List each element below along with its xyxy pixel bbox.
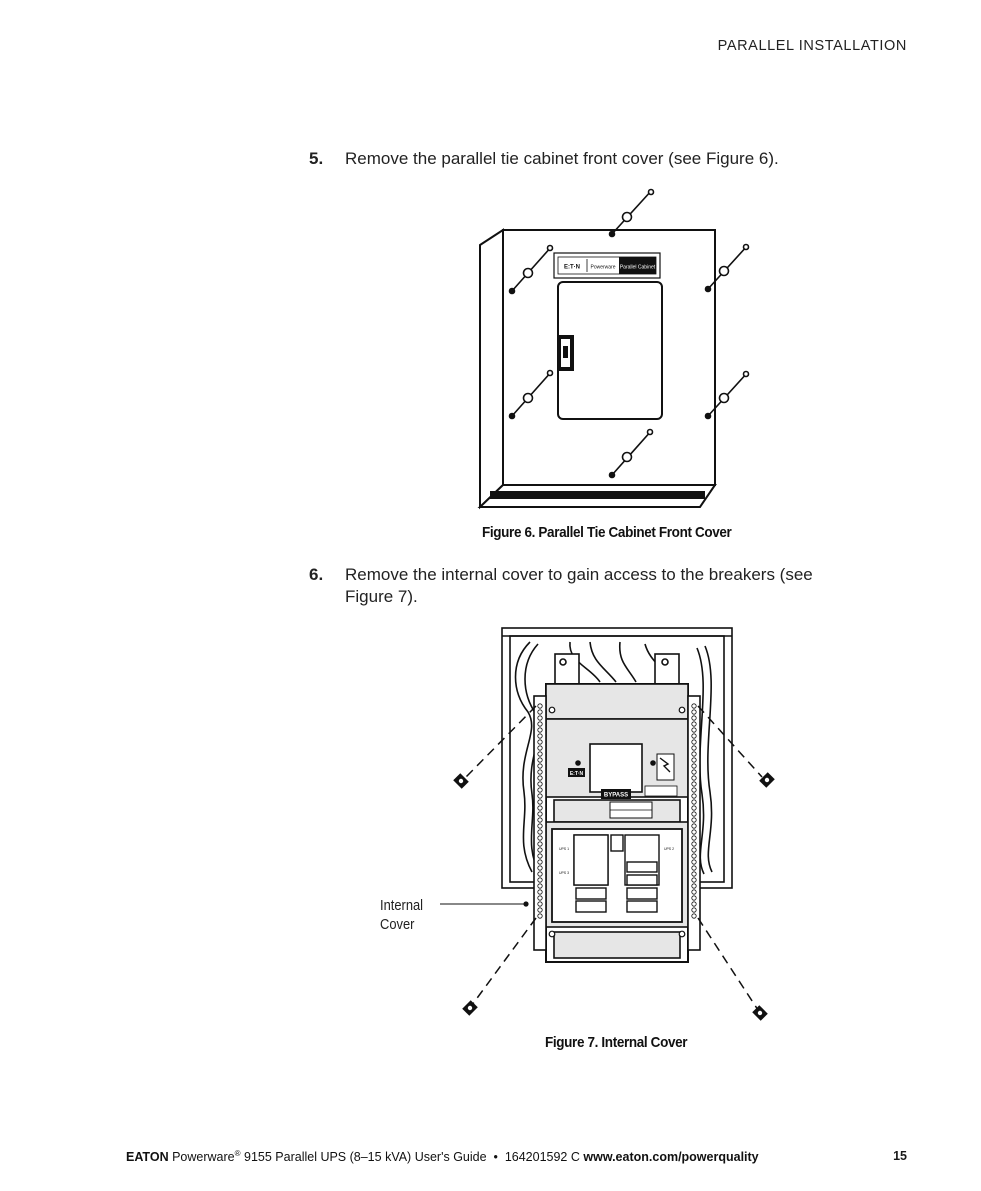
- step-text: Remove the internal cover to gain access…: [345, 565, 813, 606]
- figure-6-illustration: E:T·N Powerware Parallel Cabinet: [477, 188, 750, 510]
- page-footer: EATON Powerware® 9155 Parallel UPS (8–15…: [126, 1149, 759, 1164]
- footer-url-link[interactable]: www.eaton.com/powerquality: [583, 1150, 759, 1165]
- figure-7-caption: Figure 7. Internal Cover: [545, 1034, 688, 1051]
- callout-line-2: Cover: [380, 916, 415, 933]
- ups1-label: UPS 1: [559, 847, 569, 851]
- page-number: 15: [893, 1149, 907, 1163]
- footer-guide-info: 9155 Parallel UPS (8–15 kVA) User's Guid…: [240, 1150, 584, 1165]
- step-text: Remove the parallel tie cabinet front co…: [345, 149, 779, 168]
- section-header: PARALLEL INSTALLATION: [717, 38, 907, 54]
- step-number: 5.: [309, 149, 324, 168]
- internal-cover-callout: Internal Cover: [380, 896, 423, 934]
- screw-icons: [453, 772, 775, 1021]
- bypass-label: BYPASS: [604, 793, 628, 799]
- footer-brand: EATON: [126, 1150, 169, 1165]
- ups2-label: UPS 2: [664, 847, 674, 851]
- figure-7-illustration: E:T·N BYPASS UPS 1 UPS 3 UPS 2: [440, 627, 775, 1021]
- flange-holes: [537, 703, 697, 919]
- step-number: 6.: [309, 565, 324, 584]
- callout-line-1: Internal: [380, 897, 424, 914]
- registered-mark: ®: [234, 1149, 241, 1158]
- figure-6-caption: Figure 6. Parallel Tie Cabinet Front Cov…: [482, 524, 732, 541]
- panel-brand-label: E:T·N: [570, 771, 584, 777]
- warning-bolt-icon: [659, 757, 671, 773]
- footer-product: Powerware: [172, 1150, 235, 1165]
- cabinet-brand-label: E:T·N: [564, 265, 580, 271]
- cabinet-type-label: Parallel Cabinet: [620, 265, 656, 271]
- ups3-label: UPS 3: [559, 871, 569, 875]
- cabinet-product-label: Powerware: [590, 265, 615, 271]
